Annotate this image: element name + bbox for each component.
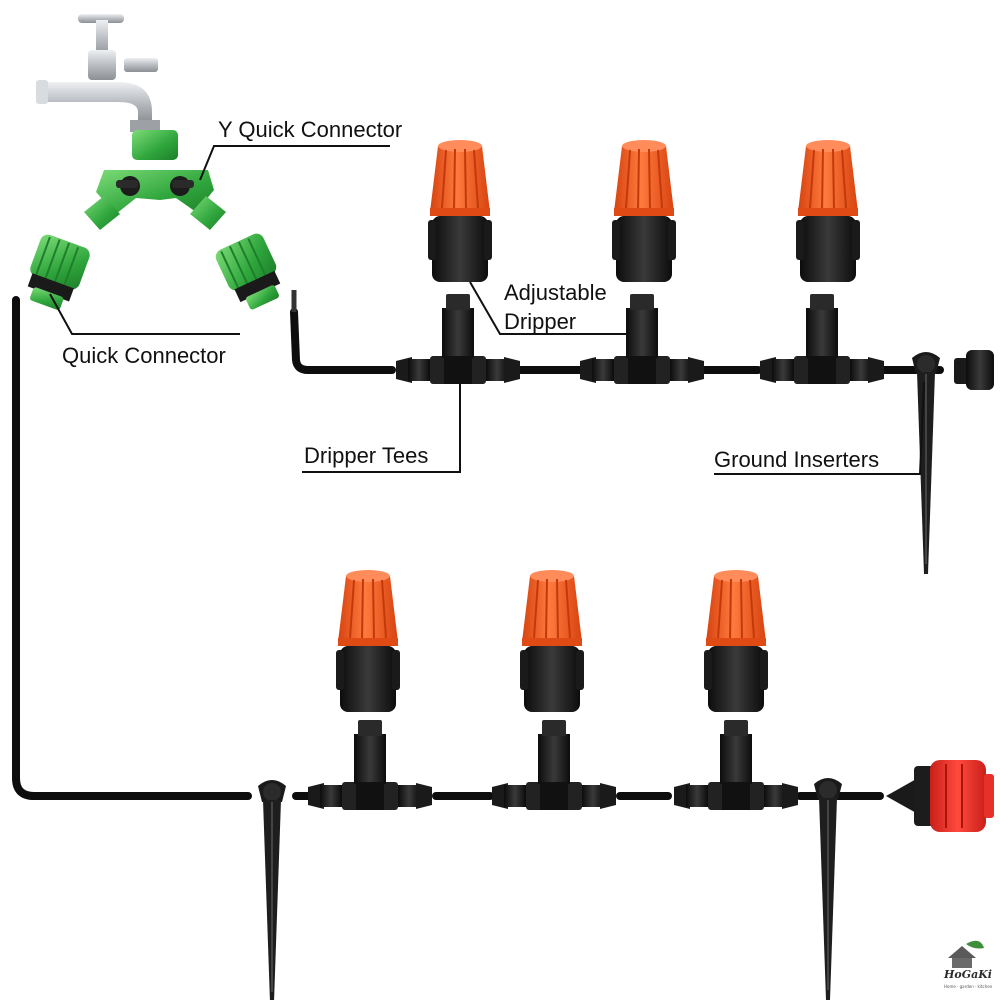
label-dripper-tees: Dripper Tees: [304, 443, 429, 468]
adjustable-dripper-bottom-3: [703, 569, 769, 713]
brand-name: HoGaKi: [944, 968, 992, 981]
ground-inserter-top: [911, 351, 941, 575]
ground-inserter-bottom-right: [813, 777, 843, 1001]
quick-connector-right: [212, 230, 291, 316]
label-y-quick-connector: Y Quick Connector: [218, 117, 403, 142]
dripper-tee-bottom-2: [492, 720, 616, 810]
dripper-tee-top-1: [396, 294, 520, 384]
label-ground-inserters: Ground Inserters: [714, 447, 880, 472]
label-adjustable-dripper-line1: Adjustable: [504, 280, 607, 305]
ground-inserter-bottom-left: [257, 779, 287, 1003]
dripper-tee-top-2: [580, 294, 704, 384]
brand-tagline: Home · garden · kitchen: [944, 984, 993, 989]
adjustable-dripper-bottom-1: [335, 569, 401, 713]
pressure-dripper: [886, 760, 994, 832]
adjustable-dripper-top-2: [611, 139, 677, 283]
label-adjustable-dripper-line2: Dripper: [504, 309, 577, 334]
adjustable-dripper-bottom-2: [519, 569, 585, 713]
dripper-tee-bottom-3: [674, 720, 798, 810]
adjustable-dripper-top-1: [427, 139, 493, 283]
hogaki-logo-icon: [948, 940, 984, 968]
adjustable-dripper-top-3: [795, 139, 861, 283]
tubing: [12, 296, 944, 800]
end-plug: [954, 350, 994, 390]
quick-connector-left: [18, 231, 93, 316]
label-quick-connector: Quick Connector: [62, 343, 226, 368]
y-connector: [84, 130, 226, 230]
callout-lines: [49, 145, 925, 475]
dripper-tee-top-3: [760, 294, 884, 384]
dripper-tee-bottom-1: [308, 720, 432, 810]
faucet: [36, 14, 160, 132]
